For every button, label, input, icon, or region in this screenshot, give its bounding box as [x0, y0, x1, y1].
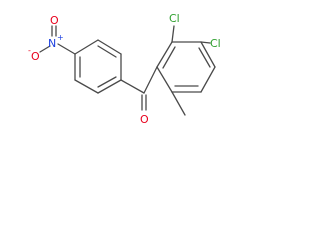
bond	[39, 45, 51, 53]
bond	[200, 66, 216, 93]
bond	[156, 66, 173, 93]
bond	[57, 43, 76, 55]
bond	[74, 79, 99, 94]
bond	[120, 79, 145, 94]
molecule-structure: Cl Cl O N + O - O	[28, 12, 221, 126]
bond	[171, 91, 186, 116]
bond	[200, 41, 211, 44]
bond	[171, 25, 175, 43]
negative-charge: -	[28, 46, 31, 55]
chlorine-atom: Cl	[169, 12, 180, 25]
nitrogen-atom: N	[48, 37, 56, 50]
oxygen-atom: O	[50, 14, 59, 27]
bond	[143, 66, 158, 94]
bond	[198, 47, 211, 68]
bond	[156, 41, 173, 68]
bond	[97, 45, 117, 58]
bond	[97, 76, 117, 88]
bond	[97, 39, 122, 55]
chlorine-atom: Cl	[210, 37, 221, 50]
bond	[162, 46, 176, 69]
bonds	[39, 25, 216, 116]
positive-charge: +	[57, 33, 64, 42]
atom-labels: Cl Cl O N + O - O	[28, 12, 221, 126]
oxygen-atom: O	[31, 50, 40, 63]
bond	[200, 41, 216, 68]
bond	[74, 39, 99, 55]
oxygen-atom: O	[140, 113, 149, 126]
bond	[97, 79, 122, 94]
